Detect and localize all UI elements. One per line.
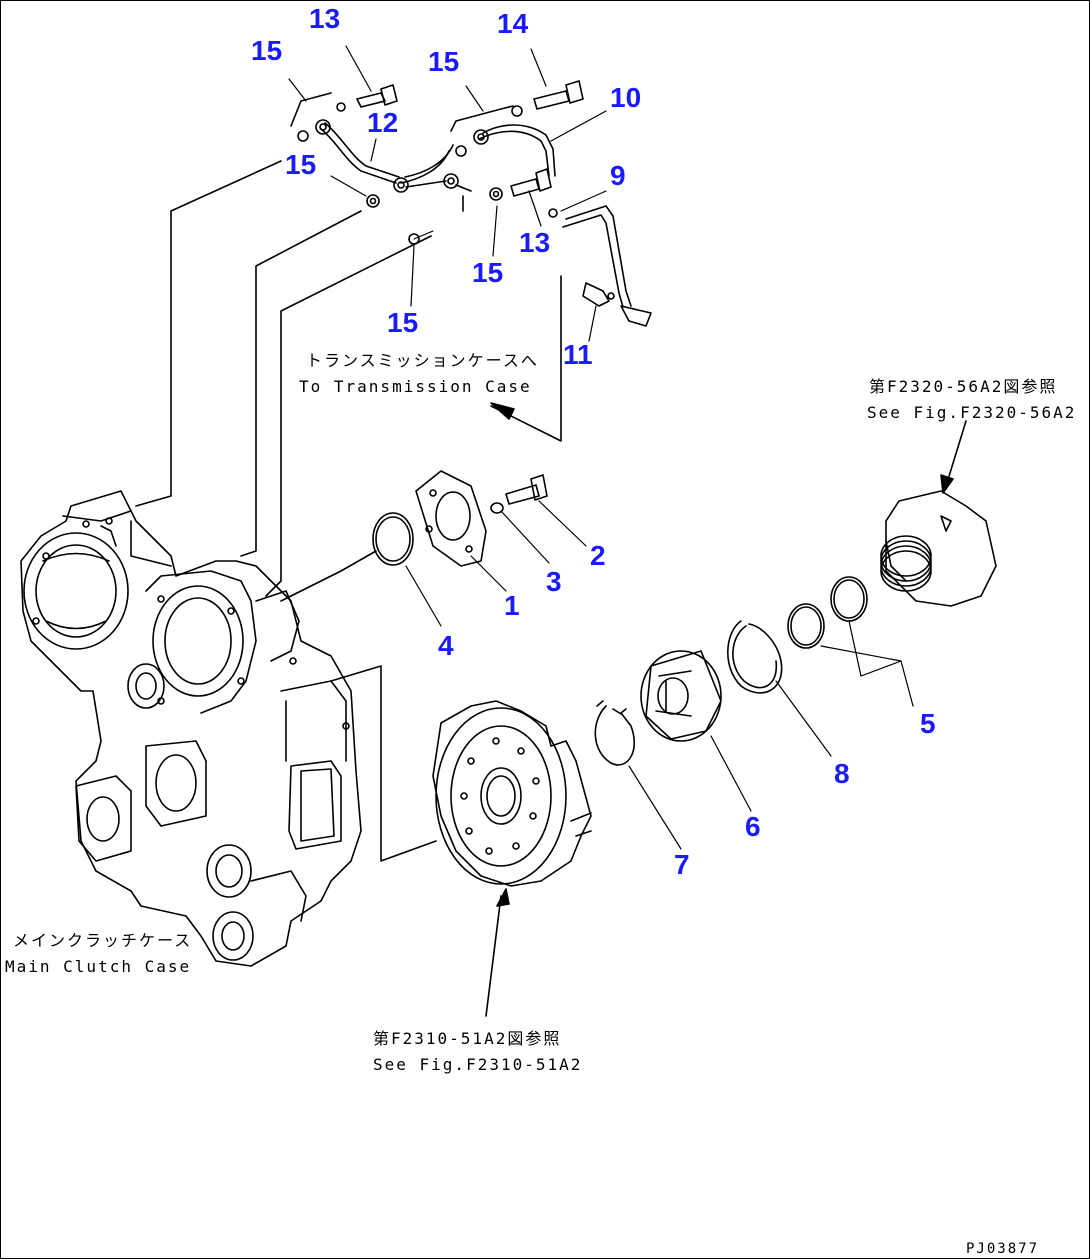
- coupling-assembly: [594, 490, 997, 766]
- callout-8[interactable]: 8: [834, 758, 850, 789]
- callout-15-lower[interactable]: 15: [387, 307, 419, 338]
- callout-6[interactable]: 6: [745, 811, 761, 842]
- coupling-reference-arrow: [940, 420, 967, 494]
- coupling-reference-jp: 第F2320-56A2図参照: [869, 377, 1058, 396]
- main-clutch-case-label-jp: メインクラッチケース: [13, 931, 193, 950]
- flange-group: [372, 470, 548, 567]
- main-clutch-case: [20, 490, 362, 967]
- callout-3[interactable]: 3: [546, 566, 562, 597]
- callout-15-top-middle[interactable]: 15: [428, 46, 460, 77]
- transmission-arrow: [490, 402, 515, 420]
- pipe-assembly: [290, 80, 652, 327]
- transmission-note-jp: トランスミッションケースへ: [306, 351, 539, 370]
- callout-13-top[interactable]: 13: [309, 3, 341, 34]
- callout-10[interactable]: 10: [610, 82, 642, 113]
- flywheel-reference-jp: 第F2310-51A2図参照: [373, 1029, 562, 1048]
- callout-9[interactable]: 9: [610, 160, 626, 191]
- transmission-note-en: To Transmission Case: [299, 377, 532, 396]
- callout-12[interactable]: 12: [367, 107, 399, 138]
- callout-15-left[interactable]: 15: [285, 149, 317, 180]
- callout-1[interactable]: 1: [504, 590, 520, 621]
- drawing-code: PJ03877: [966, 1241, 1040, 1257]
- callout-5[interactable]: 5: [920, 708, 936, 739]
- callout-15-middle[interactable]: 15: [472, 257, 504, 288]
- callout-leaders-top: [288, 45, 607, 342]
- callout-13-middle[interactable]: 13: [519, 227, 551, 258]
- flywheel-reference-en: See Fig.F2310-51A2: [373, 1055, 583, 1074]
- coupling-reference-en: See Fig.F2320-56A2: [867, 403, 1077, 422]
- flywheel-reference-arrow: [485, 888, 510, 1017]
- callout-15-top-left[interactable]: 15: [251, 35, 283, 66]
- callout-11[interactable]: 11: [563, 339, 593, 370]
- callout-14[interactable]: 14: [497, 8, 529, 39]
- main-clutch-case-label-en: Main Clutch Case: [5, 957, 192, 976]
- pipe-routing-lines: [135, 160, 562, 862]
- callout-leaders-bottom: [405, 500, 914, 850]
- callout-7[interactable]: 7: [674, 849, 690, 880]
- flywheel-housing: [432, 700, 592, 887]
- callout-2[interactable]: 2: [590, 540, 606, 571]
- callout-4[interactable]: 4: [438, 630, 454, 661]
